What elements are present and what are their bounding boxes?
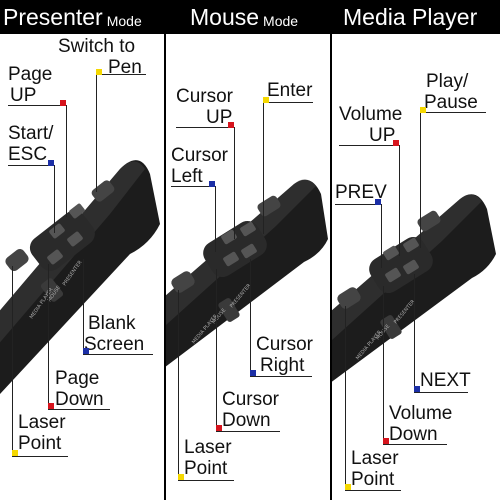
tick-red [60,100,66,106]
tick-yellow [263,97,269,103]
tick-red [48,403,54,409]
tick-blue [83,348,89,354]
tick-red [393,140,399,146]
tick-red [216,425,222,431]
tick-blue [209,181,215,187]
next-label: NEXT [420,370,471,391]
tick-blue [375,199,381,205]
page-up-label: Page UP [8,64,53,106]
play-pause-label: Play/ Pause [424,71,478,113]
tick-red [228,122,234,128]
page-down-label: Page Down [55,368,104,410]
tick-yellow [96,69,102,75]
tick-red [383,438,389,444]
enter-label: Enter [267,80,313,101]
cursor-up-label: Cursor UP [176,86,234,128]
remote-image: MEDIA PLAYER MOUSE PRESENTER [166,179,328,367]
media-player-column: MEDIA PLAYER MOUSE PRESENTER Play/ Pause… [332,34,500,500]
laser-point-label: Laser Point [184,437,232,479]
presenter-column: MEDIA PLAYER MOUSE PRESENTER Switch to P… [0,34,164,500]
cursor-left-label: Cursor Left [171,145,229,187]
volume-up-label: Volume UP [339,104,403,146]
column-divider [330,0,332,500]
cursor-right-label: Cursor Right [256,334,314,376]
tick-yellow [420,107,426,113]
prev-label: PREV [335,182,387,203]
cursor-down-label: Cursor Down [222,389,280,431]
volume-down-label: Volume Down [389,403,453,445]
blank-screen-label: Blank Screen [84,313,145,355]
laser-point-label: Laser Point [351,448,399,490]
remote-image: MEDIA PLAYER MOUSE PRESENTER [0,160,160,394]
tick-blue [414,386,420,392]
start-esc-label: Start/ ESC [8,123,54,165]
tick-yellow [12,450,18,456]
laser-point-label: Laser Point [18,412,66,454]
tick-blue [48,160,54,166]
media-player-title: Media Player [343,4,478,30]
mouse-column: MEDIA PLAYER MOUSE PRESENTER Cursor UP E… [166,34,330,500]
switch-to-pen-label: Switch to Pen [58,36,142,78]
tick-yellow [345,484,351,490]
column-divider [164,0,166,500]
tick-yellow [178,474,184,480]
tick-blue [250,370,256,376]
